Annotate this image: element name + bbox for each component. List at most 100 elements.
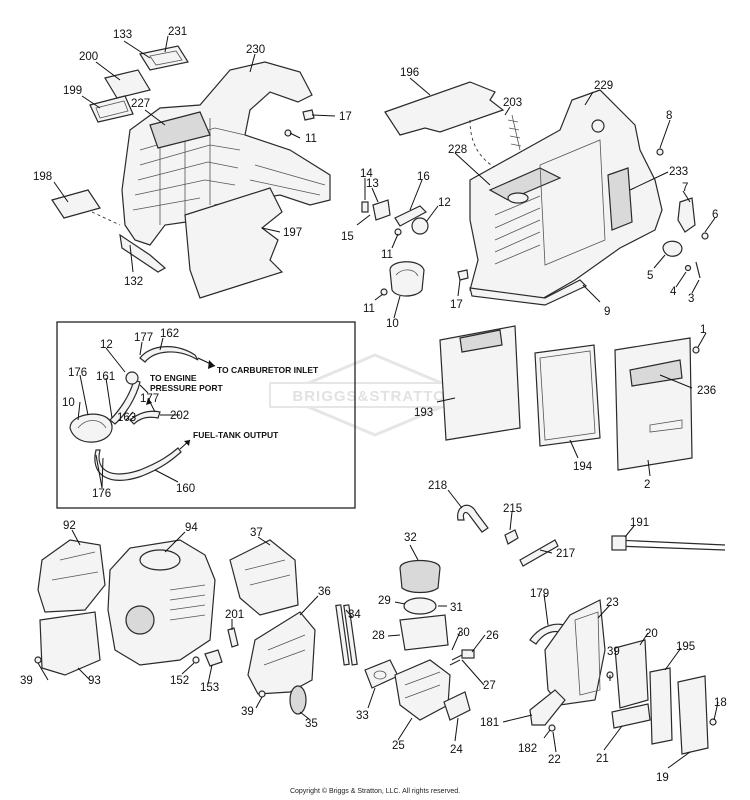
callout-177a: 177	[134, 332, 153, 344]
part-217-tube[interactable]	[519, 539, 559, 567]
inset-valve-12[interactable]	[125, 371, 139, 385]
part-39-screw-a[interactable]	[34, 656, 42, 664]
callout-1: 1	[700, 324, 706, 336]
part-9-bottom-lip[interactable]	[469, 279, 588, 306]
inset-hose-160[interactable]	[94, 447, 182, 481]
part-11-screw-c[interactable]	[380, 288, 388, 296]
callout-162: 162	[160, 328, 179, 340]
part-6-screw[interactable]	[701, 232, 709, 240]
part-12-valve[interactable]	[411, 217, 429, 235]
part-194-gasket[interactable]	[534, 344, 601, 447]
callout-12a: 12	[438, 197, 451, 209]
part-94-crankcase[interactable]	[107, 539, 216, 666]
part-16-lever[interactable]	[394, 205, 427, 227]
part-228-fuel-cap-area[interactable]	[488, 167, 562, 201]
inset-hose-163[interactable]	[109, 379, 141, 425]
part-14-washer[interactable]	[361, 201, 369, 213]
inset-hose-162[interactable]	[139, 346, 199, 363]
part-2-side-door[interactable]	[614, 337, 693, 471]
part-198-pad[interactable]	[51, 189, 101, 219]
callout-203: 203	[503, 97, 522, 109]
callout-24: 24	[450, 744, 463, 756]
callout-193: 193	[414, 407, 433, 419]
inset-frame	[56, 321, 356, 509]
copyright-notice: Copyright © Briggs & Stratton, LLC. All …	[289, 788, 461, 795]
part-3-spring[interactable]	[695, 261, 701, 279]
part-8-screw[interactable]	[656, 148, 664, 156]
part-233-side-vent[interactable]	[607, 167, 633, 231]
part-195-gasket[interactable]	[649, 667, 673, 745]
part-193-inner-panel[interactable]	[439, 325, 521, 441]
inset-fuel-pump[interactable]	[69, 413, 113, 443]
part-27-spring[interactable]	[449, 654, 463, 666]
part-20-filter-foam[interactable]	[614, 639, 649, 709]
part-93-shroud[interactable]	[39, 611, 101, 676]
part-218-hose[interactable]	[457, 504, 489, 533]
part-21-prefilter[interactable]	[611, 703, 651, 729]
front-housing-cover-group	[51, 45, 331, 299]
callout-4: 4	[670, 286, 677, 298]
callout-39c: 39	[607, 646, 620, 658]
callout-163: 163	[117, 412, 136, 424]
callout-199: 199	[63, 85, 82, 97]
callout-231: 231	[168, 26, 187, 38]
part-18-screw[interactable]	[709, 718, 717, 726]
part-191-wire[interactable]	[614, 539, 726, 551]
part-191-connector[interactable]	[611, 535, 627, 551]
part-19-filter-cover[interactable]	[677, 675, 709, 755]
part-203-spring[interactable]	[507, 114, 522, 151]
part-229-rear-housing[interactable]	[469, 89, 663, 301]
fuel-valve-group	[361, 199, 429, 297]
part-25-carburetor[interactable]	[394, 659, 451, 721]
part-92-shroud[interactable]	[37, 539, 106, 613]
part-26-clip[interactable]	[461, 649, 475, 659]
part-24-spacer[interactable]	[443, 691, 471, 721]
callout-160: 160	[176, 483, 195, 495]
part-10-pump[interactable]	[389, 261, 425, 297]
part-17-clip[interactable]	[302, 109, 315, 121]
part-37-cover[interactable]	[229, 539, 299, 616]
callout-27: 27	[483, 680, 496, 692]
part-33-gasket[interactable]	[364, 659, 399, 689]
part-182-screw[interactable]	[548, 724, 556, 732]
callout-201: 201	[225, 609, 244, 621]
callout-6: 6	[712, 209, 718, 221]
callout-194: 194	[573, 461, 593, 473]
part-29-gasket[interactable]	[403, 597, 437, 615]
callout-191: 191	[630, 517, 649, 529]
part-4-pin[interactable]	[684, 264, 692, 272]
callout-39b: 39	[241, 706, 254, 718]
part-199-seal-strip[interactable]	[89, 95, 134, 123]
part-132-lower-lip[interactable]	[119, 233, 167, 273]
part-17-clip-rear[interactable]	[457, 269, 469, 281]
part-227-inner-duct[interactable]	[149, 111, 211, 149]
callout-182: 182	[518, 743, 537, 755]
part-181-bracket[interactable]	[529, 689, 566, 726]
side-panel-group	[439, 325, 700, 471]
part-13-plate[interactable]	[372, 199, 391, 221]
part-35-seal[interactable]	[289, 685, 307, 715]
part-197-gasket-sheet[interactable]	[184, 187, 284, 299]
part-5-knob[interactable]	[662, 240, 683, 257]
part-28-regulator[interactable]	[399, 614, 449, 651]
part-39-screw-b[interactable]	[258, 690, 266, 698]
part-23-filter-housing[interactable]	[544, 599, 606, 706]
callout-181: 181	[480, 717, 499, 729]
part-230-front-housing[interactable]	[121, 61, 331, 246]
part-215-fitting[interactable]	[504, 529, 519, 545]
inset-hose-202[interactable]	[129, 410, 161, 425]
part-152-washer[interactable]	[192, 656, 200, 664]
part-201-pin[interactable]	[227, 627, 239, 648]
callout-22: 22	[548, 754, 561, 766]
part-153-sensor[interactable]	[204, 649, 223, 667]
callout-2: 2	[644, 479, 650, 491]
part-7-bracket[interactable]	[677, 197, 696, 233]
part-1-screw[interactable]	[692, 346, 700, 354]
part-36-cover[interactable]	[247, 611, 316, 695]
part-32-cap[interactable]	[399, 559, 441, 594]
part-196-insulation[interactable]	[384, 81, 505, 136]
callout-197: 197	[283, 227, 302, 239]
part-34-stud[interactable]	[335, 604, 350, 666]
callout-28: 28	[372, 630, 385, 642]
